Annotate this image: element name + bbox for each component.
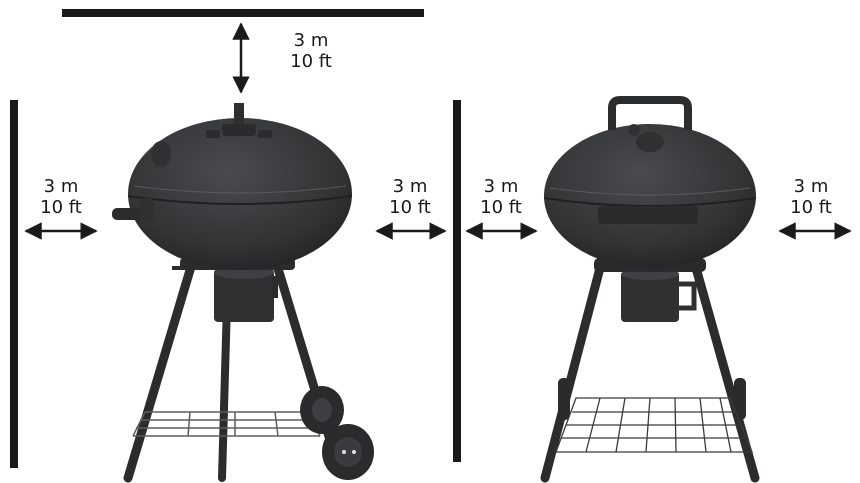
left-wall-bar — [10, 100, 18, 468]
left-clearance-metric-1: 3 m — [43, 176, 79, 197]
right-clearance-metric-1: 3 m — [392, 176, 428, 197]
top-overhead-bar — [62, 9, 424, 17]
left-clearance-imperial-1: 10 ft — [40, 197, 82, 218]
left-clearance-label-2: 3 m 10 ft — [476, 176, 526, 218]
left-clearance-imperial-2: 10 ft — [480, 197, 522, 218]
right-clearance-label-1: 3 m 10 ft — [385, 176, 435, 218]
top-clearance-label: 3 m 10 ft — [286, 30, 336, 72]
right-clearance-imperial-1: 10 ft — [389, 197, 431, 218]
kettle-grill-front-view — [540, 96, 760, 483]
middle-wall-bar — [453, 100, 461, 462]
top-clearance-imperial: 10 ft — [290, 51, 332, 72]
right-clearance-metric-2: 3 m — [793, 176, 829, 197]
kettle-grill-side-view — [112, 103, 374, 483]
left-clearance-metric-2: 3 m — [483, 176, 519, 197]
top-clearance-metric: 3 m — [293, 30, 329, 51]
right-clearance-label-2: 3 m 10 ft — [786, 176, 836, 218]
left-clearance-label-1: 3 m 10 ft — [36, 176, 86, 218]
right-clearance-imperial-2: 10 ft — [790, 197, 832, 218]
